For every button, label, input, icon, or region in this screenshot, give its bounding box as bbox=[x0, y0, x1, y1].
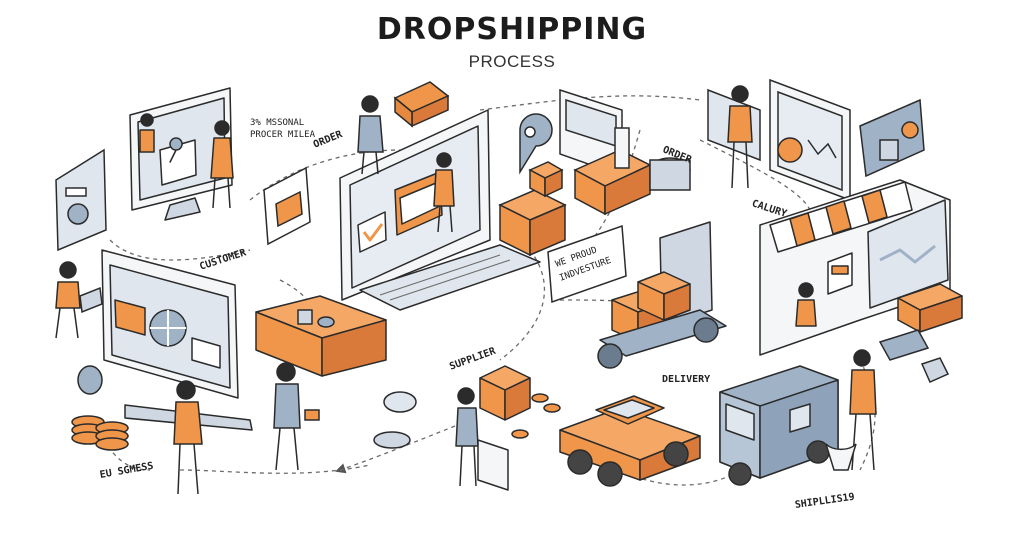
order-person bbox=[357, 81, 450, 175]
packing-station bbox=[255, 295, 417, 449]
tools-icon bbox=[859, 98, 925, 178]
diagram-subtitle: PROCESS bbox=[468, 52, 556, 71]
coin-stack-icon bbox=[71, 365, 129, 451]
phone-device bbox=[55, 148, 107, 252]
storefront bbox=[759, 179, 963, 356]
laptop-person bbox=[55, 261, 103, 339]
device-small bbox=[878, 329, 950, 383]
label-note-line2: PROCER MILEA bbox=[250, 130, 316, 140]
customer-monitor bbox=[129, 87, 234, 221]
diagram-title: DROPSHIPPING bbox=[376, 12, 648, 47]
notepad bbox=[263, 166, 311, 246]
flow-path-supplier bbox=[499, 249, 546, 361]
supplier-station bbox=[455, 365, 561, 491]
shipping-van bbox=[719, 365, 839, 486]
forklift bbox=[597, 221, 727, 369]
center-monitor bbox=[339, 109, 541, 311]
location-pin-icon bbox=[519, 113, 553, 175]
label-delivery: DELIVERY bbox=[662, 374, 711, 385]
flow-path-customer bbox=[109, 239, 251, 261]
supplier-sign bbox=[547, 224, 627, 304]
delivery-truck bbox=[559, 395, 701, 487]
business-people bbox=[173, 362, 320, 495]
delivery-person bbox=[825, 349, 877, 471]
catalog-person bbox=[707, 78, 851, 202]
package-stack bbox=[498, 161, 567, 257]
label-note-line1: 3% MSSONAL bbox=[250, 118, 305, 128]
order-screen bbox=[559, 88, 691, 216]
